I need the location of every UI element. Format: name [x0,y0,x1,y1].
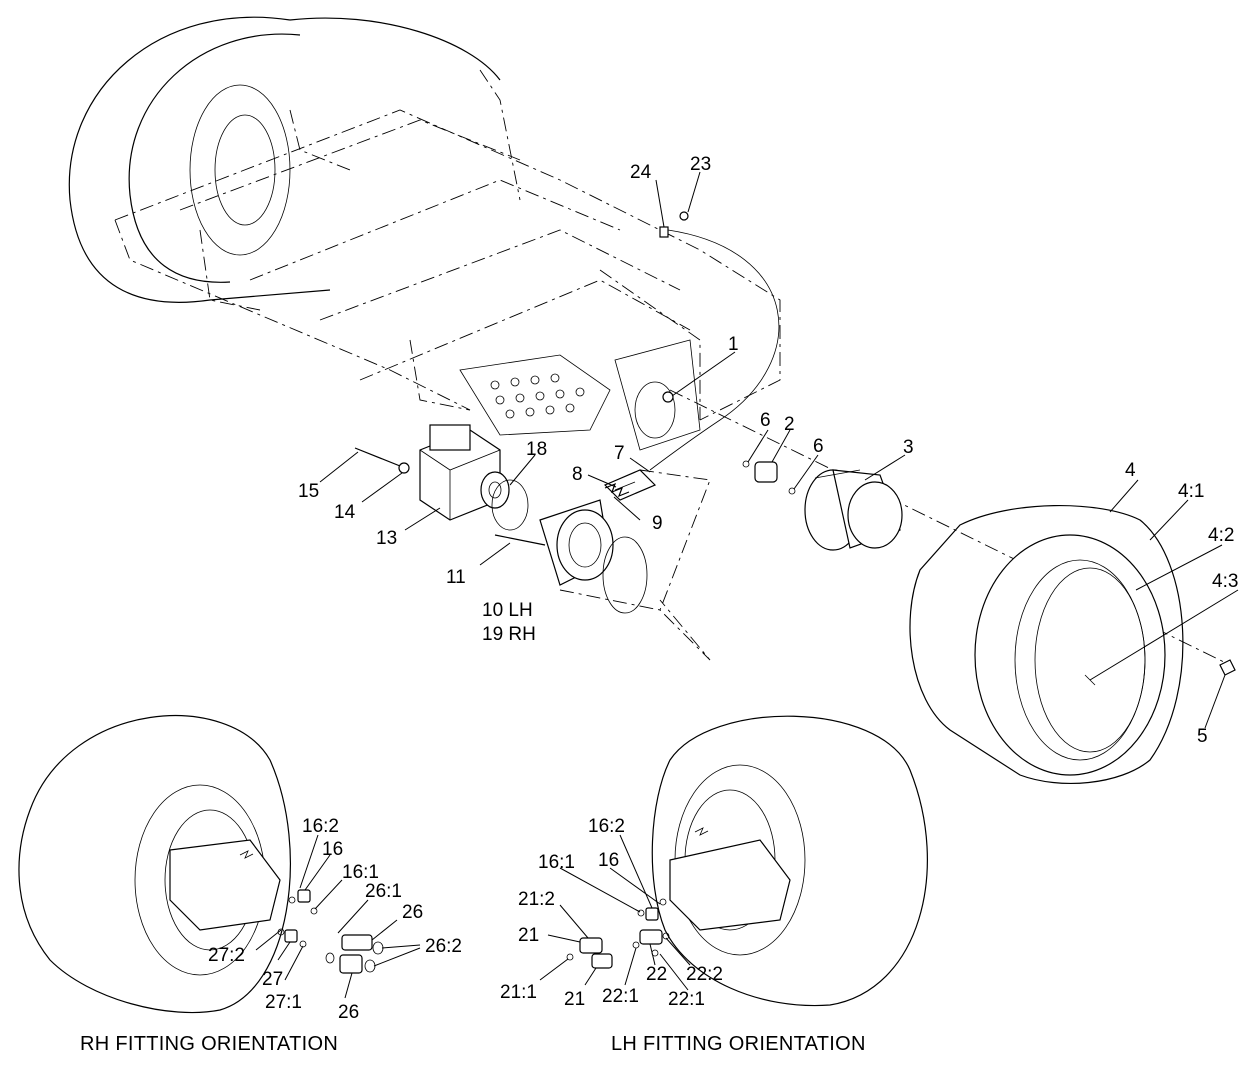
rh-caption: RH FITTING ORIENTATION [80,1033,338,1055]
lh-callout-22: 22 [646,964,667,985]
rear-wheel [909,505,1236,784]
leader-lines [319,171,1239,729]
rh-callout-16-1: 16:1 [342,862,379,883]
rh-callouts: 16:2 16 16:1 26:1 26 26:2 27:2 27 27:1 2… [208,816,462,1023]
callout-6b: 6 [813,436,824,457]
callout-8: 8 [572,464,583,485]
callout-2: 2 [784,414,795,435]
rh-wheel-view [18,715,384,1014]
callout-1: 1 [728,334,739,355]
callout-24: 24 [630,162,652,183]
callout-5: 5 [1197,726,1208,747]
rh-callout-26a: 26 [402,902,423,923]
frame-chassis [114,69,781,451]
rh-callout-26-1: 26:1 [365,881,402,902]
callout-10-lh: 10 LH [482,600,533,621]
rh-callout-16: 16 [322,839,343,860]
callout-11: 11 [446,567,466,588]
lh-callout-22-1b: 22:1 [668,989,705,1010]
rh-callout-26b: 26 [338,1002,359,1023]
cable-assembly [649,211,780,471]
rear-wheel-background [68,16,501,303]
lh-callout-22-1a: 22:1 [602,986,639,1007]
callout-3: 3 [903,437,914,458]
lh-callout-16-1: 16:1 [538,852,575,873]
callout-23: 23 [690,154,711,175]
lh-callout-16-2: 16:2 [588,816,625,837]
callout-7: 7 [614,443,625,464]
lh-callouts: 16:2 16:1 16 21:2 21 21:1 21 22:1 22 22:… [500,816,723,1010]
lh-caption: LH FITTING ORIENTATION [611,1033,866,1055]
lh-callout-21-2: 21:2 [518,889,555,910]
main-callouts: 1 2 3 4 4:1 4:2 4:3 5 6 6 7 8 9 10 LH 19… [298,154,1238,747]
lh-callout-21b: 21 [564,989,585,1010]
callout-13: 13 [376,528,397,549]
wheel-motor-housing [494,469,657,614]
rh-callout-27: 27 [262,969,283,990]
lh-wheel-view [566,715,928,1007]
callout-15: 15 [298,481,319,502]
hydraulic-motor [354,424,529,531]
callout-19-rh: 19 RH [482,624,536,645]
mount-plate-holes [490,373,585,419]
callout-18: 18 [526,439,547,460]
callout-6a: 6 [760,410,771,431]
callout-14: 14 [334,502,356,523]
callout-4: 4 [1125,460,1136,481]
callout-4-3: 4:3 [1212,571,1238,592]
wheel-hub [742,460,903,551]
rh-callout-27-2: 27:2 [208,945,245,966]
lh-callout-16: 16 [598,850,619,871]
lh-callout-21a: 21 [518,925,539,946]
rh-leader-lines [255,834,421,999]
rh-callout-16-2: 16:2 [302,816,339,837]
lh-leader-lines [539,834,691,991]
callout-9: 9 [652,513,663,534]
callout-4-2: 4:2 [1208,525,1234,546]
callout-4-1: 4:1 [1178,481,1204,502]
rh-callout-27-1: 27:1 [265,992,302,1013]
rh-callout-26-2: 26:2 [425,936,462,957]
lh-callout-21-1: 21:1 [500,982,537,1003]
lh-callout-22-2: 22:2 [686,964,723,985]
